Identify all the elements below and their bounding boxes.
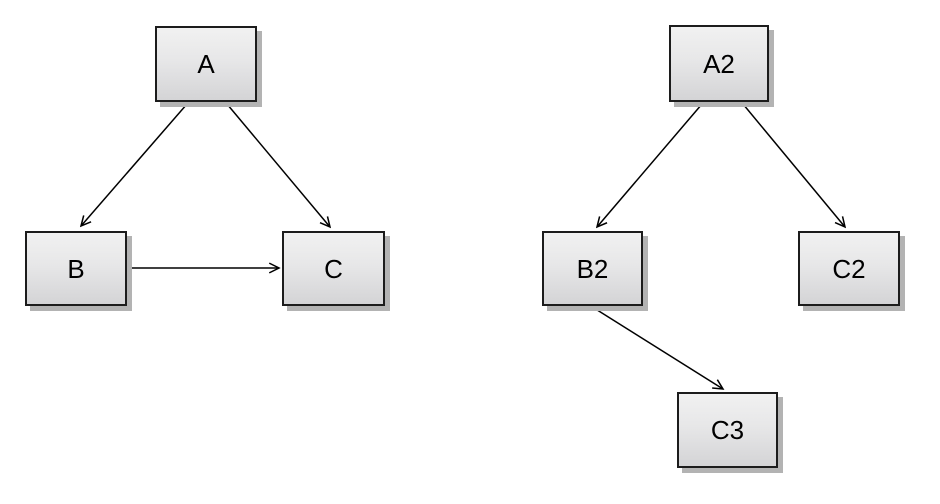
node-label: A2 <box>703 48 735 79</box>
edge-A2-to-B2 <box>597 103 703 227</box>
node-label: B2 <box>576 253 609 284</box>
edge-A2-to-C2 <box>742 103 845 227</box>
node-label: A <box>197 49 215 79</box>
node-A2[interactable]: A2 <box>669 25 769 102</box>
edge-A-to-B <box>81 103 188 226</box>
edge-A-to-C <box>226 103 330 227</box>
node-C2[interactable]: C2 <box>798 231 900 306</box>
edge-B2-to-C3 <box>593 307 723 389</box>
node-label: B <box>67 253 85 284</box>
node-C[interactable]: C <box>282 231 385 306</box>
node-C3[interactable]: C3 <box>677 392 778 468</box>
node-label: C <box>324 253 343 284</box>
node-label: C3 <box>710 415 745 445</box>
node-B2[interactable]: B2 <box>542 231 643 306</box>
node-B[interactable]: B <box>25 231 127 306</box>
node-label: C2 <box>832 253 866 284</box>
node-A[interactable]: A <box>155 26 257 102</box>
